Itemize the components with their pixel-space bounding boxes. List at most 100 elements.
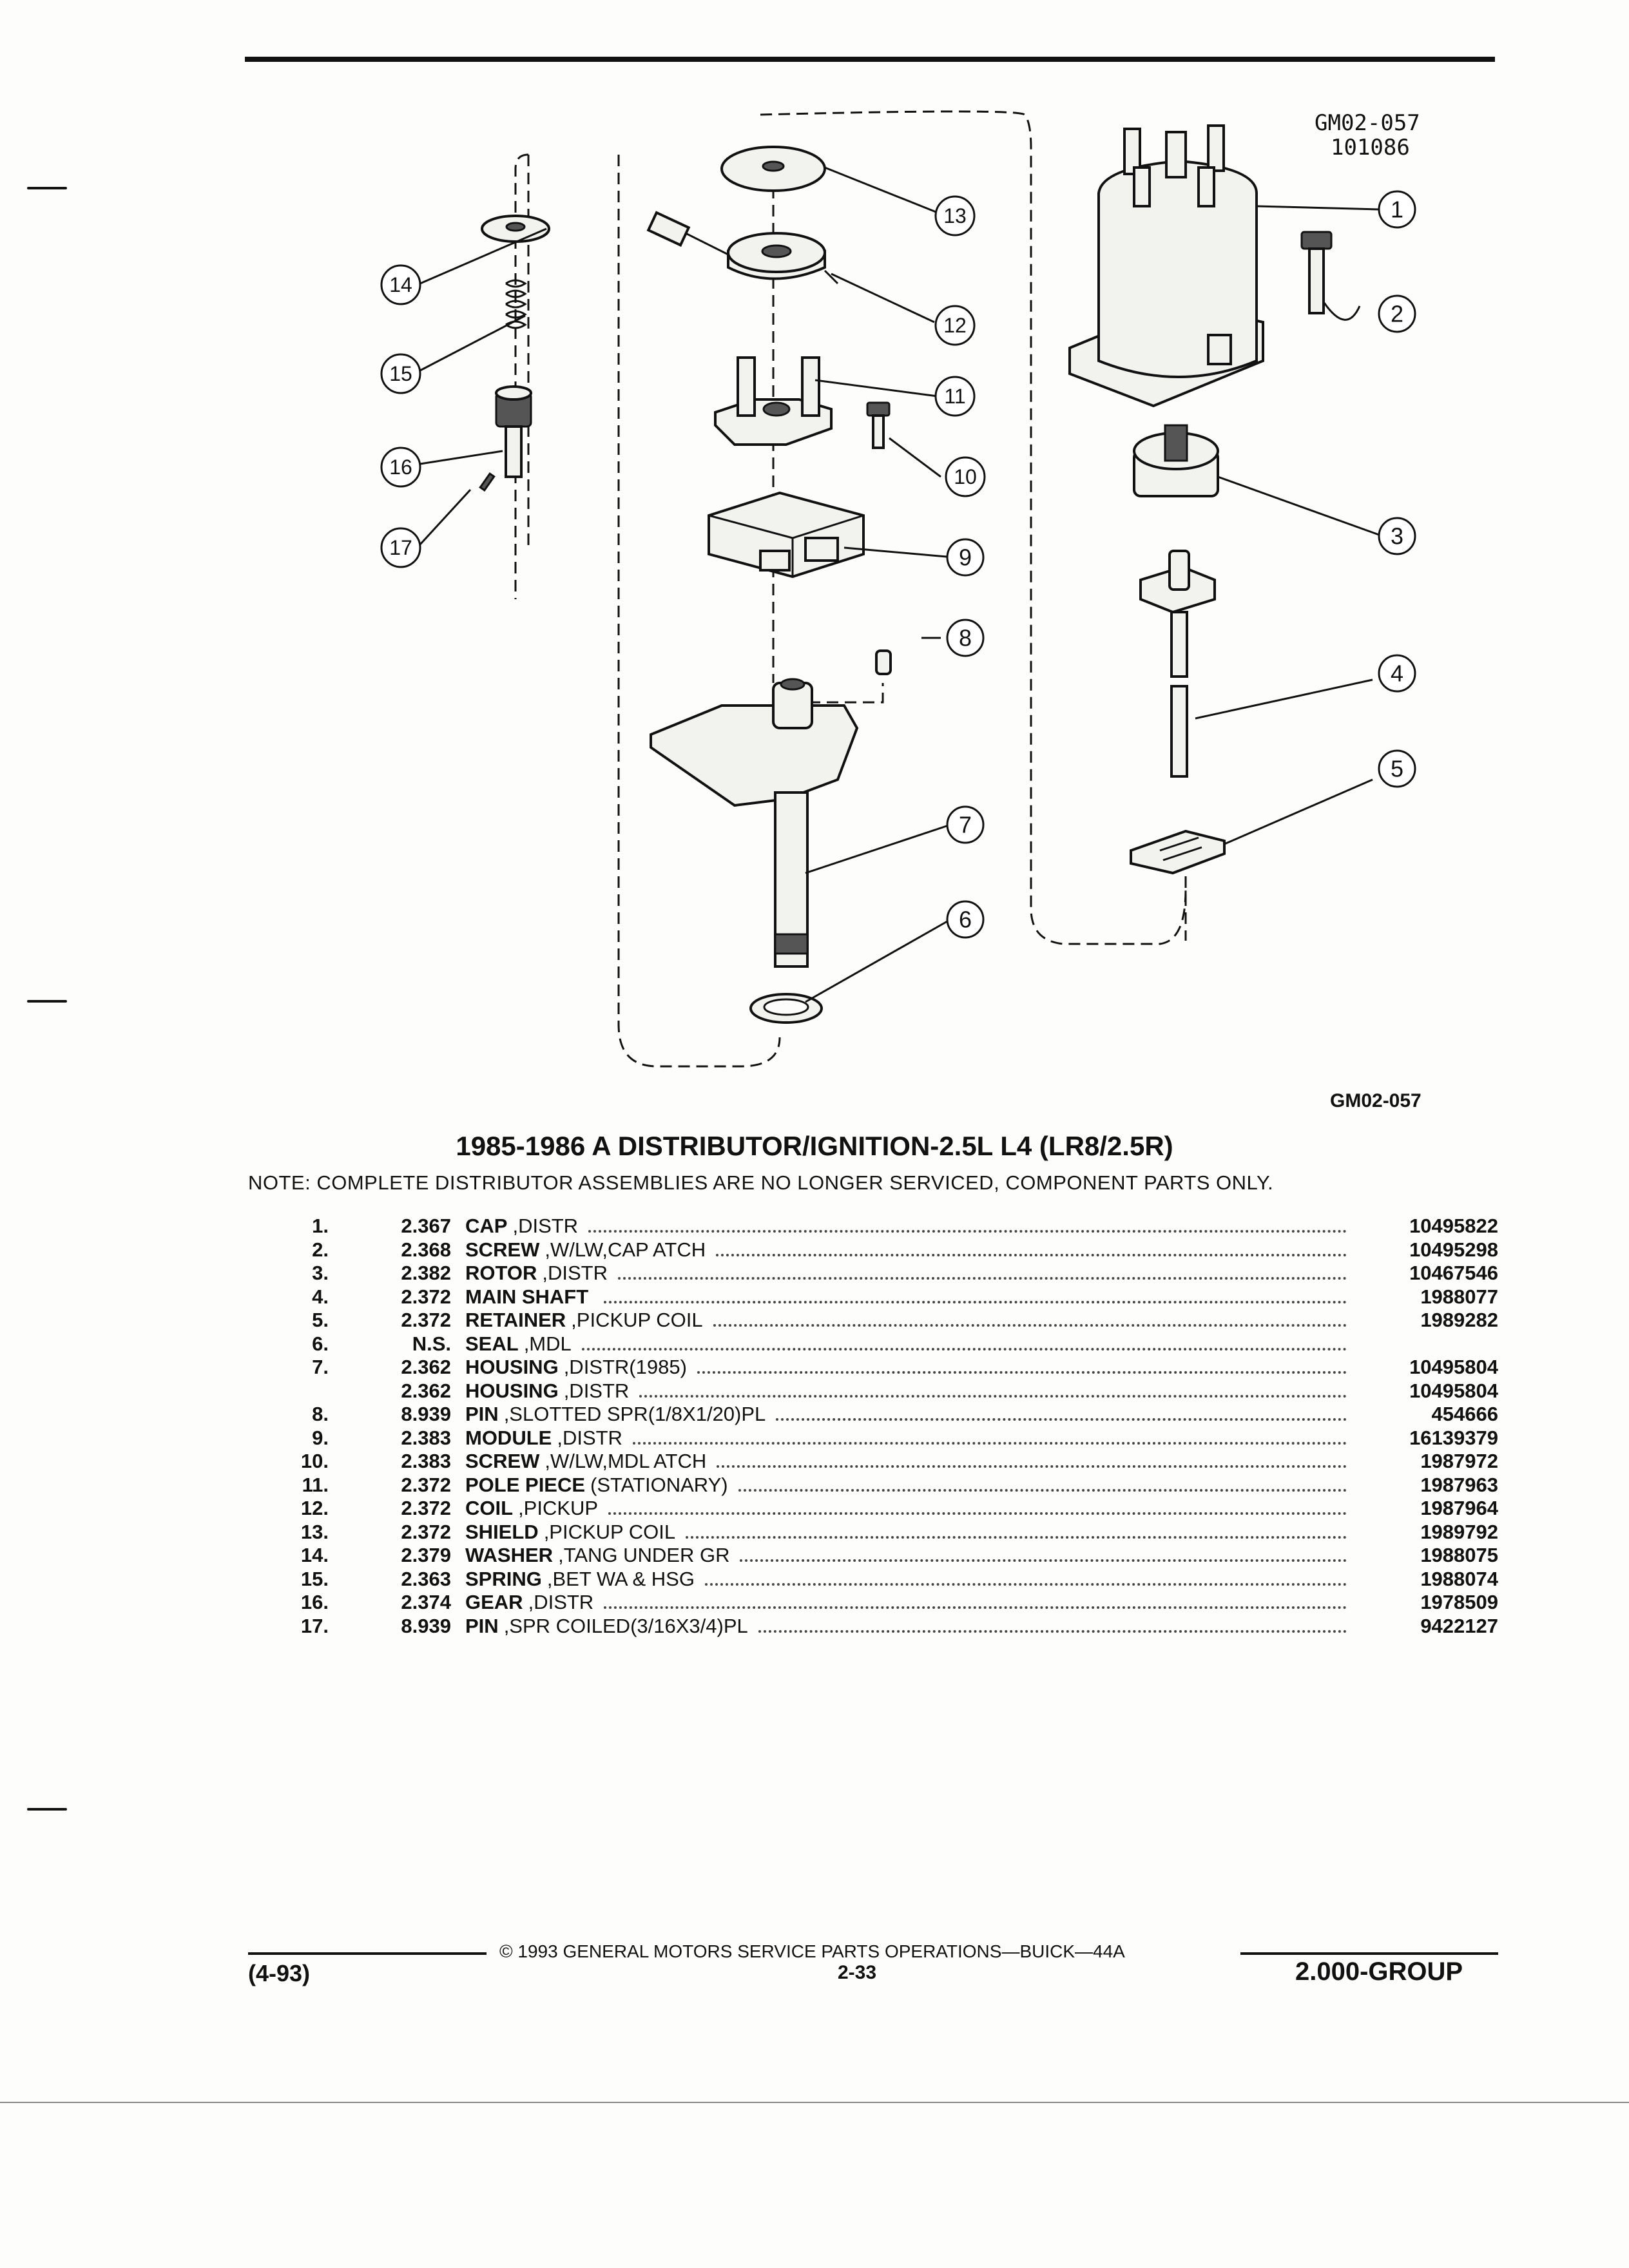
part-detail: (STATIONARY) bbox=[590, 1473, 728, 1496]
part-number: 10495804 bbox=[1409, 1379, 1498, 1402]
callout-7: 7 bbox=[946, 805, 985, 844]
part-detail: ,MDL bbox=[523, 1332, 572, 1355]
part-group-code: 2.374 bbox=[401, 1591, 451, 1614]
part-group-code: 2.382 bbox=[401, 1262, 451, 1285]
top-rule bbox=[245, 57, 1495, 62]
callout-4: 4 bbox=[1378, 654, 1416, 693]
part-index: 9. bbox=[312, 1426, 329, 1449]
leader-dots bbox=[604, 1606, 1347, 1610]
part-detail: ,DISTR bbox=[528, 1591, 594, 1614]
scan-edge-line bbox=[0, 2102, 1629, 2103]
svg-text:4: 4 bbox=[1391, 660, 1403, 687]
service-note: NOTE: COMPLETE DISTRIBUTOR ASSEMBLIES AR… bbox=[248, 1171, 1274, 1194]
footer-group: 2.000-GROUP bbox=[1295, 1957, 1463, 1986]
svg-text:11: 11 bbox=[944, 385, 965, 408]
part-group-code: 2.363 bbox=[401, 1567, 451, 1590]
part-group-code: 8.939 bbox=[401, 1614, 451, 1637]
part-detail: ,DISTR bbox=[557, 1426, 622, 1449]
svg-text:10: 10 bbox=[954, 465, 977, 488]
part-description: PIN,SPR COILED(3/16X3/4)PL bbox=[465, 1615, 1360, 1638]
leader-dots bbox=[740, 1559, 1347, 1562]
part-detail: ,TANG UNDER GR bbox=[558, 1544, 730, 1567]
part-name: SCREW bbox=[465, 1238, 540, 1261]
part-detail: ,SLOTTED SPR(1/8X1/20)PL bbox=[503, 1403, 766, 1426]
part-index: 4. bbox=[312, 1285, 329, 1308]
group-outline-center bbox=[760, 110, 1187, 945]
part-2-screw bbox=[1300, 231, 1333, 314]
footer-rule-left bbox=[248, 1952, 487, 1955]
part-10-screw bbox=[866, 401, 891, 449]
part-detail: ,DISTR(1985) bbox=[563, 1356, 687, 1379]
part-group-code: 2.379 bbox=[401, 1544, 451, 1567]
leader-dots bbox=[604, 1300, 1347, 1303]
part-4-main-shaft bbox=[1139, 550, 1216, 778]
part-13-shield bbox=[720, 146, 826, 192]
part-8-pin bbox=[875, 649, 892, 675]
pin-connector-dash bbox=[809, 683, 884, 704]
part-5-retainer bbox=[1130, 829, 1226, 875]
exploded-parts-diagram: 1 2 3 4 5 6 7 8 9 10 11 12 13 14 15 16 1… bbox=[380, 110, 1416, 1068]
part-index: 17. bbox=[300, 1614, 329, 1637]
part-group-code: 2.372 bbox=[401, 1473, 451, 1496]
callout-9: 9 bbox=[946, 538, 985, 577]
leader-dots bbox=[581, 1347, 1347, 1350]
part-index: 8. bbox=[312, 1403, 329, 1426]
footer-copyright: © 1993 GENERAL MOTORS SERVICE PARTS OPER… bbox=[499, 1941, 1125, 1961]
part-name: CAP bbox=[465, 1215, 508, 1238]
leader-lines bbox=[419, 166, 1380, 1003]
callout-13: 13 bbox=[934, 195, 976, 236]
part-name: POLE PIECE bbox=[465, 1473, 586, 1496]
part-number: 1988077 bbox=[1420, 1285, 1498, 1308]
part-index: 1. bbox=[312, 1215, 329, 1238]
part-name: SPRING bbox=[465, 1567, 542, 1590]
part-name: WASHER bbox=[465, 1544, 554, 1567]
part-11-pole-piece bbox=[714, 356, 833, 446]
part-number: 1987963 bbox=[1420, 1473, 1498, 1496]
part-name: PIN bbox=[465, 1403, 499, 1426]
part-group-code: 2.383 bbox=[401, 1450, 451, 1473]
part-name: SHIELD bbox=[465, 1520, 539, 1543]
part-description: RETAINER,PICKUP COIL bbox=[465, 1309, 1360, 1332]
part-number: 10495822 bbox=[1409, 1215, 1498, 1238]
svg-text:6: 6 bbox=[959, 907, 972, 933]
callout-3: 3 bbox=[1378, 517, 1416, 555]
footer-page-number: 2-33 bbox=[838, 1962, 877, 1983]
part-detail: ,PICKUP COIL bbox=[543, 1520, 676, 1543]
svg-text:17: 17 bbox=[389, 536, 412, 559]
figure-code-top: GM02-057 bbox=[1315, 110, 1420, 136]
part-number: 454666 bbox=[1431, 1403, 1498, 1426]
part-index: 5. bbox=[312, 1309, 329, 1332]
svg-text:7: 7 bbox=[959, 812, 972, 838]
part-description: MAIN SHAFT bbox=[465, 1285, 1360, 1309]
part-15-spring bbox=[505, 279, 527, 329]
callout-5: 5 bbox=[1378, 749, 1416, 788]
part-number: 16139379 bbox=[1409, 1426, 1498, 1449]
part-description: SCREW,W/LW,CAP ATCH bbox=[465, 1238, 1360, 1262]
leader-dots bbox=[618, 1277, 1347, 1280]
part-index: 3. bbox=[312, 1262, 329, 1285]
part-group-code: 2.368 bbox=[401, 1238, 451, 1261]
part-index: 12. bbox=[300, 1497, 329, 1520]
svg-text:9: 9 bbox=[959, 544, 972, 571]
callout-10: 10 bbox=[945, 456, 986, 497]
part-description: HOUSING,DISTR(1985) bbox=[465, 1356, 1360, 1379]
part-description: POLE PIECE(STATIONARY) bbox=[465, 1474, 1360, 1497]
leader-dots bbox=[632, 1441, 1347, 1445]
part-detail: ,DISTR bbox=[563, 1379, 630, 1402]
part-group-code: 2.367 bbox=[401, 1215, 451, 1238]
part-description: SEAL,MDL bbox=[465, 1332, 1360, 1356]
page-title: 1985-1986 A DISTRIBUTOR/IGNITION-2.5L L4… bbox=[456, 1131, 1173, 1161]
part-number: 1988075 bbox=[1420, 1544, 1498, 1567]
svg-text:2: 2 bbox=[1391, 301, 1403, 327]
part-description: ROTOR,DISTR bbox=[465, 1262, 1360, 1285]
